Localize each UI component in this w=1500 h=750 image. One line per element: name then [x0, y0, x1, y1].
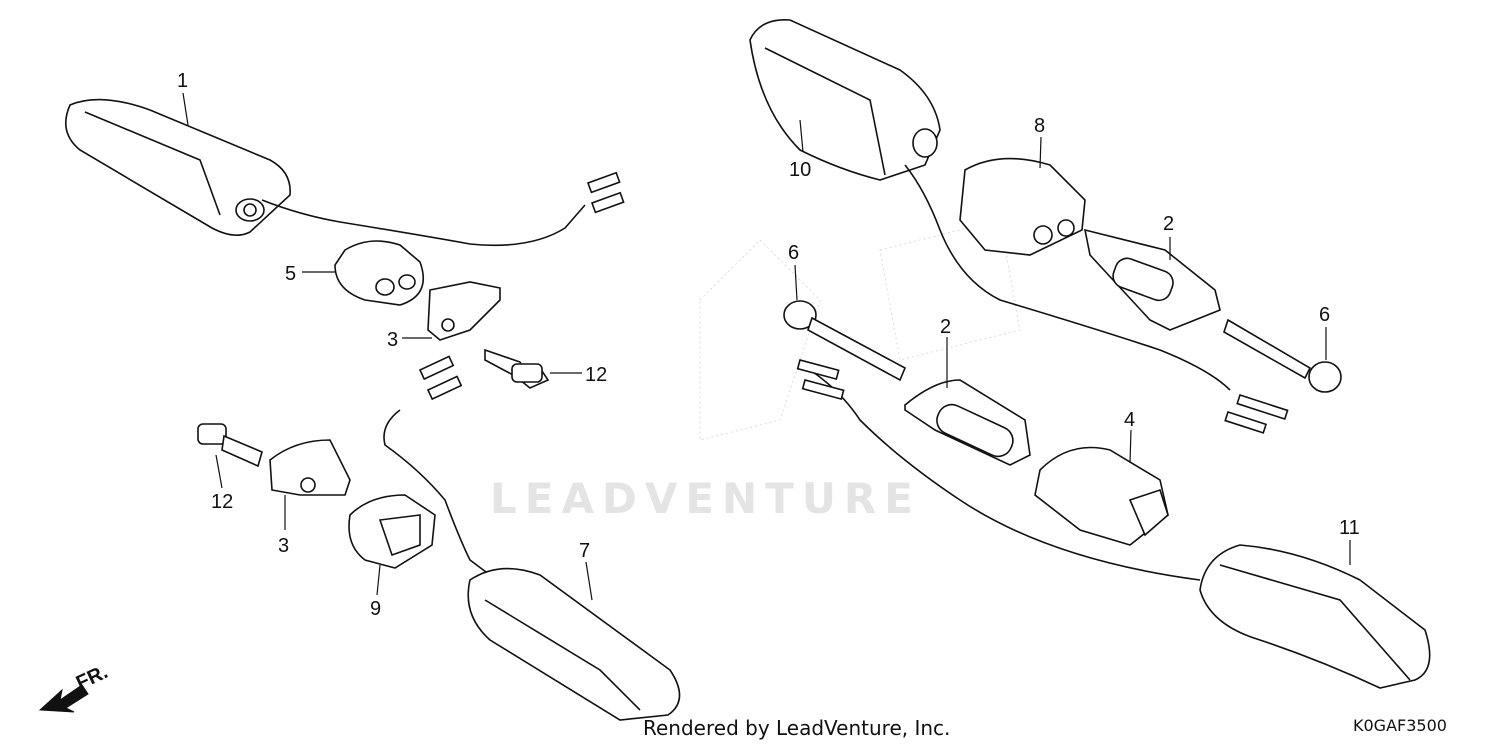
callout-10: 10 [789, 159, 811, 181]
watermark: LEADVENTURE [490, 474, 921, 523]
logo-watermark [699, 219, 1021, 441]
bracket-3-upper[interactable] [427, 281, 501, 341]
wire-lower-left [383, 409, 491, 576]
turn-signal-rear-left[interactable] [1199, 544, 1431, 689]
callout-3-lower: 3 [278, 535, 289, 557]
leader-lines [182, 92, 1351, 601]
callout-6-left: 6 [788, 242, 799, 264]
connector-lower-right [796, 359, 845, 401]
socket-8[interactable] [959, 157, 1086, 256]
callouts: 1 5 3 12 12 3 9 7 10 8 2 6 6 2 4 11 [177, 70, 1360, 620]
callout-3-upper: 3 [387, 329, 398, 351]
bolt-6-left[interactable] [783, 300, 907, 382]
bracket-3-lower[interactable] [269, 439, 351, 496]
connector-lower-left [418, 355, 463, 401]
grommet-5[interactable] [334, 240, 425, 306]
callout-6-right: 6 [1319, 304, 1330, 326]
callout-12-lower: 12 [211, 491, 233, 513]
callout-2-upper: 2 [1163, 213, 1174, 235]
callout-5: 5 [285, 263, 296, 285]
turn-signal-front-left[interactable] [467, 567, 681, 721]
direction-arrow-icon: FR. [38, 661, 111, 713]
diagram-code: K0GAF3500 [1353, 716, 1447, 735]
callout-7: 7 [579, 540, 590, 562]
callout-12-upper: 12 [585, 364, 607, 386]
render-credit: Rendered by LeadVenture, Inc. [643, 716, 951, 740]
callout-8: 8 [1034, 115, 1045, 137]
callout-2-lower: 2 [940, 316, 951, 338]
wire-upper-right [904, 164, 1231, 391]
wire-lower-right [809, 369, 1201, 581]
connector-upper-right [1224, 393, 1289, 434]
turn-signal-rear-right[interactable] [749, 19, 941, 181]
socket-4[interactable] [1034, 446, 1169, 546]
bolt-12-upper[interactable] [484, 348, 550, 389]
collar-2-lower[interactable] [904, 379, 1031, 466]
wire-upper-left [261, 199, 586, 247]
collar-2-upper[interactable] [1083, 228, 1221, 331]
callout-9: 9 [370, 598, 381, 620]
bolt-6-right[interactable] [1223, 318, 1342, 393]
turn-signal-front-right[interactable] [64, 98, 291, 236]
callout-1: 1 [177, 70, 188, 92]
connector-upper-left [586, 171, 625, 214]
callout-4: 4 [1124, 409, 1135, 431]
grommet-9[interactable] [348, 494, 436, 569]
callout-11: 11 [1339, 517, 1360, 539]
bolt-12-lower[interactable] [197, 423, 263, 468]
